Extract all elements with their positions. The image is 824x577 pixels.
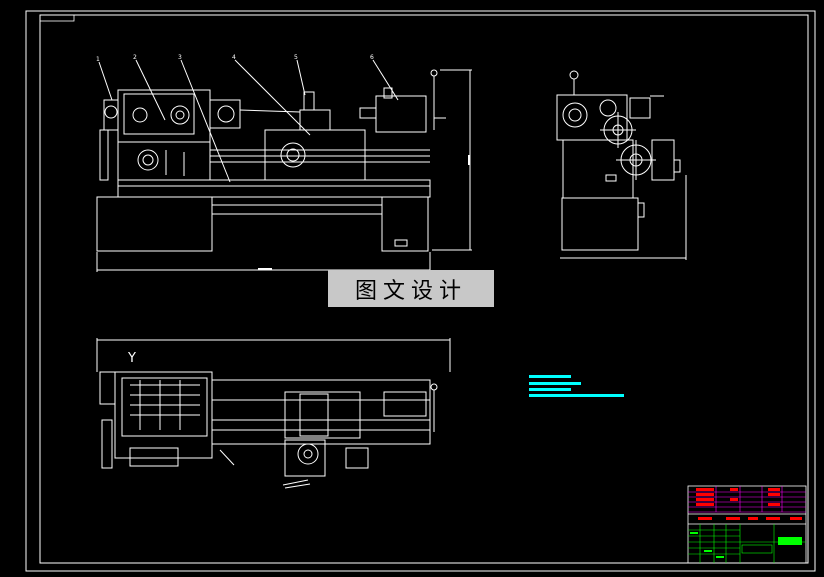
side-view — [556, 70, 687, 260]
title-block — [687, 485, 807, 564]
balloon-label: 1 — [96, 56, 100, 63]
watermark-label: 图文设计 — [328, 270, 494, 307]
balloon-label: 5 — [294, 54, 298, 61]
technical-notes — [529, 375, 624, 397]
balloon-label: 4 — [232, 54, 236, 61]
balloon-label: 3 — [178, 54, 182, 61]
balloon-label: 2 — [133, 54, 137, 61]
plan-view — [96, 338, 451, 489]
plan-axis-label: Y — [127, 351, 136, 366]
top-left-tag — [39, 14, 75, 22]
front-view-balloons: 1 2 3 4 5 6 — [96, 54, 374, 63]
inner-border — [39, 14, 809, 564]
outer-border — [25, 10, 816, 572]
front-view — [96, 59, 472, 272]
balloon-label: 6 — [370, 54, 374, 61]
